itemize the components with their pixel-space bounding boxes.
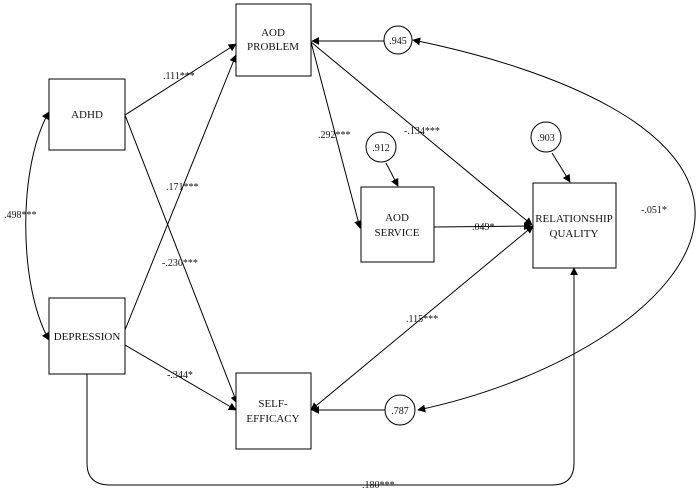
error-aod-problem: .945 [383, 25, 413, 55]
error-relationship-quality: .903 [530, 121, 562, 153]
edge-depression-relationship [86, 267, 578, 486]
label-aodproblem-aodservice: .292*** [318, 130, 351, 141]
edge-adhd-depression [25, 111, 50, 341]
label-aodproblem-relationship: -.134*** [404, 126, 440, 137]
edge-error-aodservice [385, 162, 399, 187]
edge-depression-selfefficacy [124, 344, 237, 411]
edge-adhd-aodproblem [124, 43, 237, 116]
label-adhd-depression: .498*** [4, 210, 37, 221]
node-depression: DEPRESSION [48, 297, 126, 375]
label-aodservice-relationship: .049* [472, 222, 495, 233]
node-self-efficacy: SELF- EFFICACY [235, 372, 312, 450]
error-self-efficacy: .787 [384, 394, 416, 426]
edge-error-relationship [551, 152, 571, 183]
error-label: .787 [391, 406, 409, 417]
node-label: DEPRESSION [54, 331, 121, 343]
edges [25, 37, 696, 486]
label-depression-relationship: .180*** [362, 480, 395, 491]
node-label-line-2: SERVICE [375, 227, 420, 239]
label-depression-aodproblem: .171*** [166, 182, 199, 193]
node-label-line-1: AOD [261, 27, 285, 39]
node-label-line-2: EFFICACY [246, 413, 299, 425]
edge-aodproblem-aodservice [310, 41, 363, 229]
node-relationship-quality: RELATIONSHIP QUALITY [532, 182, 617, 269]
node-label-line-2: PROBLEM [247, 41, 299, 53]
node-label-line-1: AOD [385, 212, 409, 224]
node-adhd: ADHD [48, 78, 126, 151]
label-relationship-selfefficacy: .115*** [406, 314, 438, 325]
edge-depression-aodproblem [124, 54, 238, 331]
edge-adhd-selfefficacy [124, 114, 239, 404]
node-label-line-1: SELF- [258, 398, 288, 410]
node-aod-service: AOD SERVICE [360, 186, 435, 263]
label-error-covariance: -.051* [641, 205, 667, 216]
label-depression-selfefficacy: -.344* [167, 370, 193, 381]
node-label-line-1: RELATIONSHIP [535, 213, 613, 225]
error-label: .912 [372, 143, 390, 154]
error-aod-service: .912 [365, 131, 397, 163]
label-adhd-selfefficacy: -.230*** [162, 258, 198, 269]
error-label: .903 [537, 133, 555, 144]
edge-error-covariance [412, 37, 696, 413]
edge-labels: .111*** .171*** -.230*** -.344* .498*** … [4, 71, 667, 491]
error-label: .945 [389, 36, 407, 47]
node-label: ADHD [71, 109, 103, 121]
node-aod-problem: AOD PROBLEM [235, 3, 312, 77]
label-adhd-aodproblem: .111*** [163, 71, 195, 82]
node-label-line-2: QUALITY [550, 228, 599, 240]
